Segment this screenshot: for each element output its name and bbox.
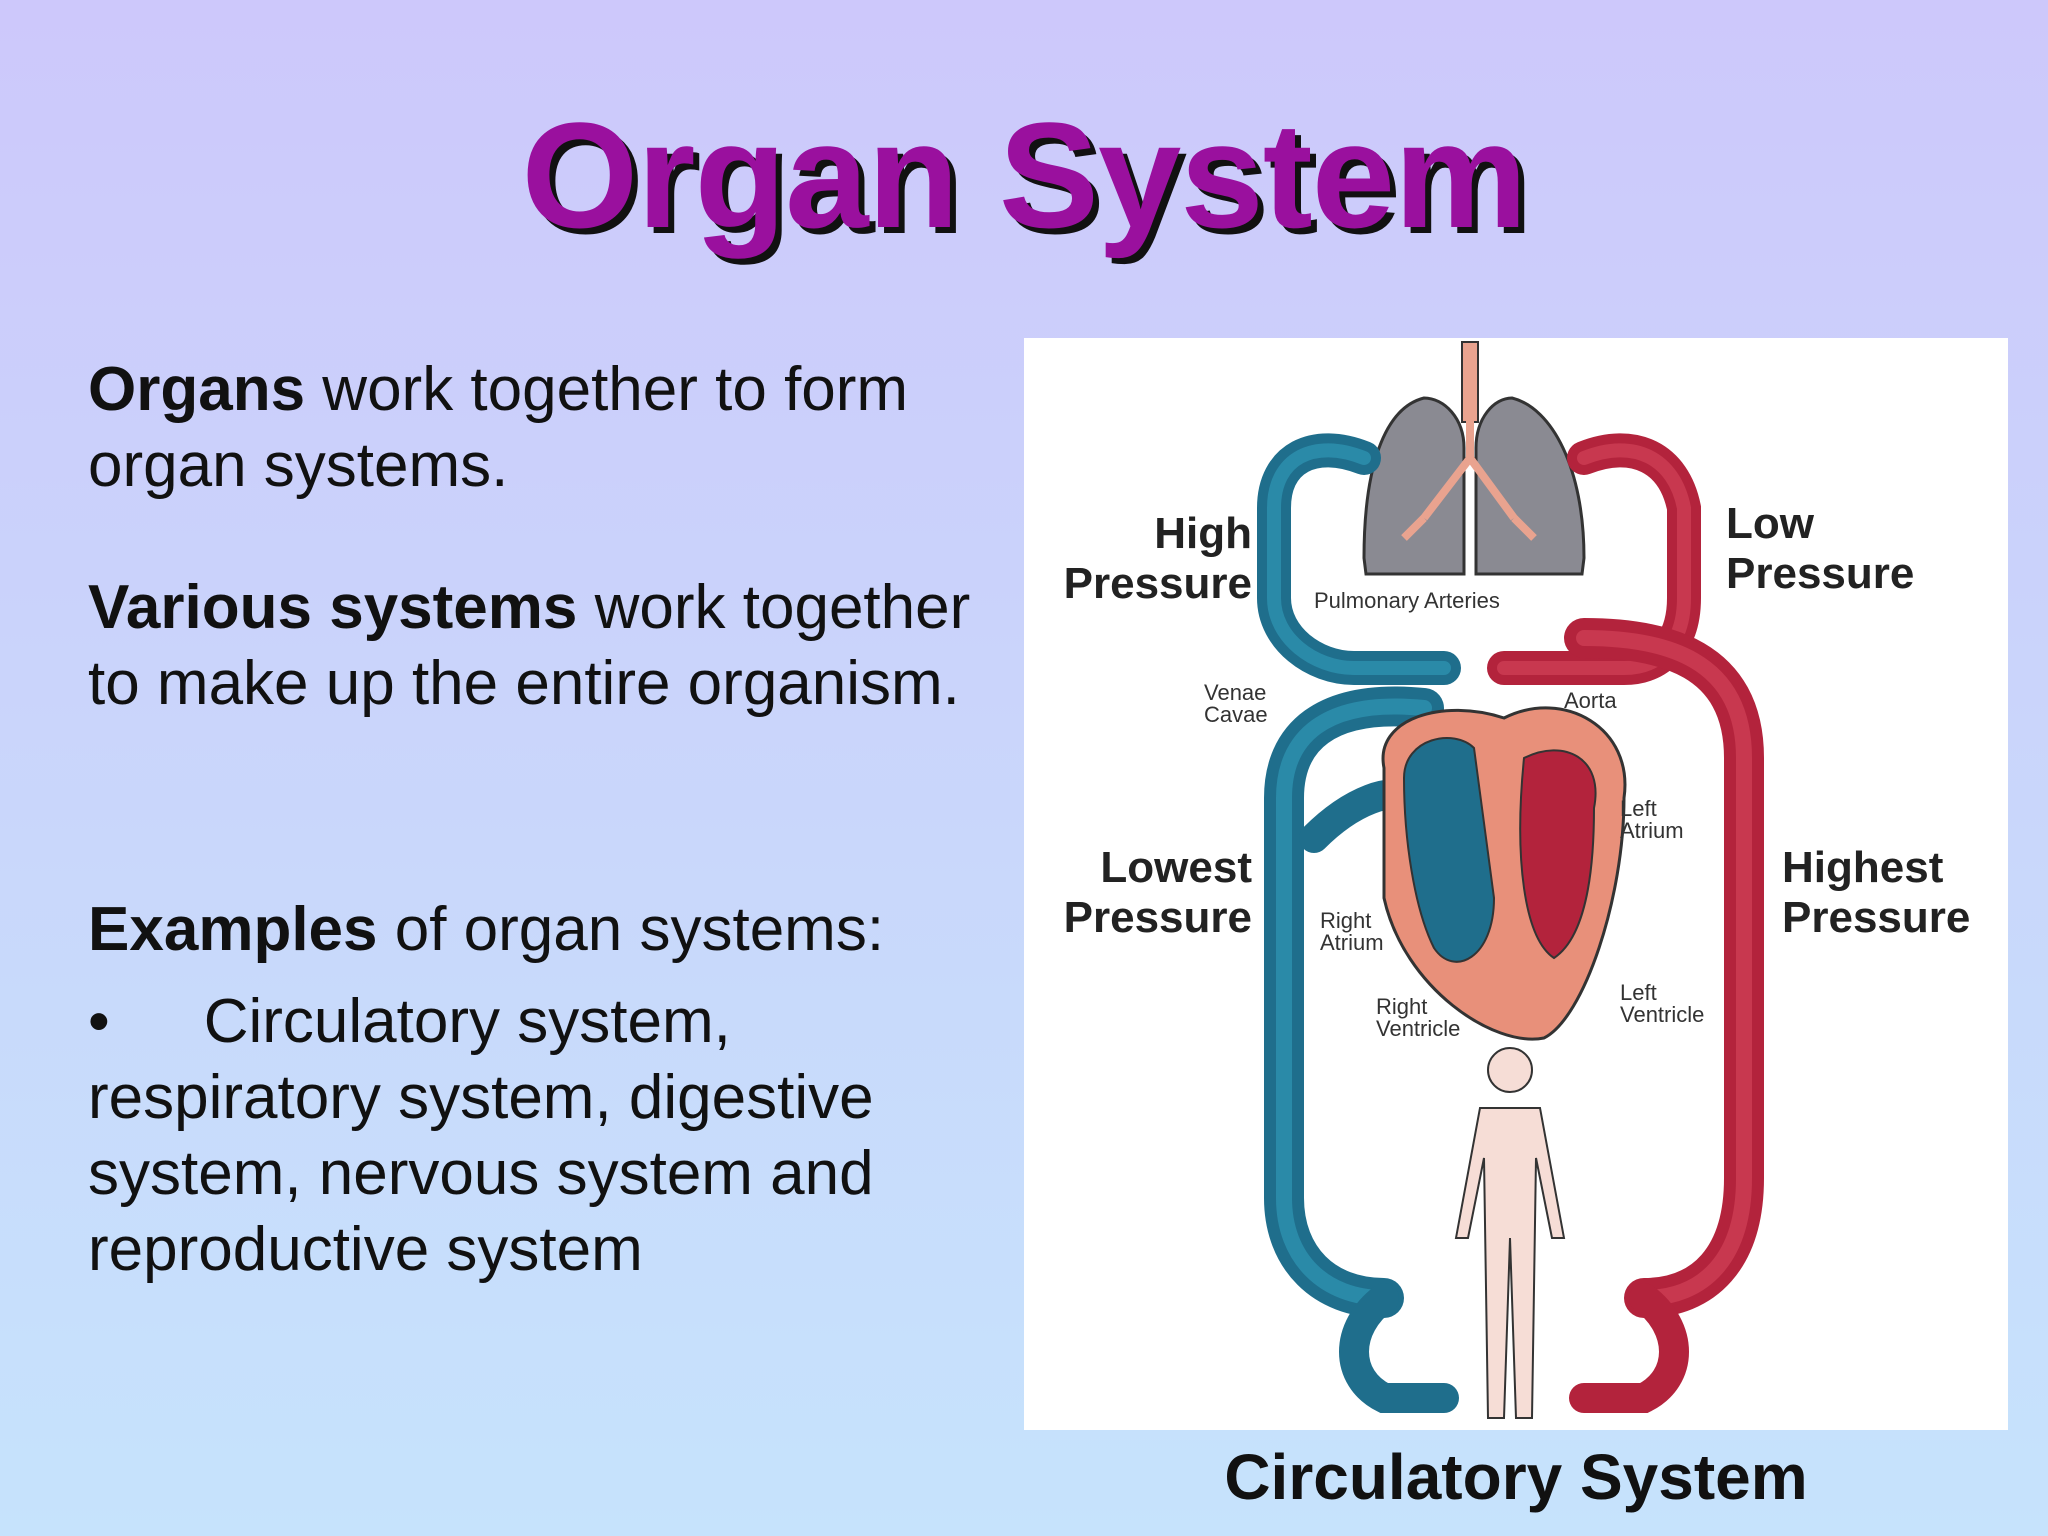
lungs-icon <box>1362 341 1586 576</box>
organs-bold: Organs <box>88 355 306 424</box>
label-right-atrium-1: Right <box>1320 908 1371 933</box>
examples-text: of organ systems: <box>377 895 885 964</box>
circulatory-diagram-svg: High Pressure Low Pressure Lowest Pressu… <box>1064 341 1971 1419</box>
heart-icon <box>1381 706 1627 1041</box>
organs-text: work together to form organ systems. <box>88 355 909 500</box>
examples-list-text: Circulatory system, respiratory system, … <box>88 987 874 1284</box>
label-lowest-2: Pressure <box>1064 893 1252 942</box>
label-aorta: Aorta <box>1564 688 1617 713</box>
label-lowest-1: Lowest <box>1100 843 1252 892</box>
examples-bullet: •Circulatory system, respiratory system,… <box>88 984 988 1288</box>
venous-vessels <box>1257 433 1461 1413</box>
label-low-1: Low <box>1726 499 1815 548</box>
arterial-vessels <box>1487 433 1764 1413</box>
paragraph-systems: Various systems work together to make up… <box>88 570 1028 722</box>
label-high-2: Pressure <box>1064 559 1252 608</box>
label-highest-1: Highest <box>1782 843 1944 892</box>
systems-text: work together to make up the entire orga… <box>88 573 971 718</box>
human-figure-icon <box>1454 1047 1566 1419</box>
paragraph-examples: Examples of organ systems: <box>88 892 884 968</box>
systems-bold: Various systems <box>88 573 578 642</box>
label-pulmonary-arteries: Pulmonary Arteries <box>1314 588 1500 613</box>
label-left-ventricle-2: Ventricle <box>1620 1002 1704 1027</box>
paragraph-organs: Organs work together to form organ syste… <box>88 352 1028 504</box>
diagram-labels: High Pressure Low Pressure Lowest Pressu… <box>1064 499 1971 1041</box>
label-highest-2: Pressure <box>1782 893 1970 942</box>
label-right-ventricle-2: Ventricle <box>1376 1016 1460 1041</box>
label-venae-1: Venae <box>1204 680 1266 705</box>
label-left-atrium-1: Left <box>1620 796 1657 821</box>
label-right-ventricle-1: Right <box>1376 994 1427 1019</box>
circulatory-diagram: High Pressure Low Pressure Lowest Pressu… <box>1024 338 2008 1430</box>
label-venae-2: Cavae <box>1204 702 1268 727</box>
label-low-2: Pressure <box>1726 549 1914 598</box>
figure-caption: Circulatory System <box>1224 1441 1808 1513</box>
slide-title: Organ System <box>521 91 1527 259</box>
label-left-ventricle-1: Left <box>1620 980 1657 1005</box>
examples-bold: Examples <box>88 895 378 964</box>
label-left-atrium-2: Atrium <box>1620 818 1684 843</box>
label-right-atrium-2: Atrium <box>1320 930 1384 955</box>
bullet-glyph: • <box>88 987 110 1056</box>
label-high-1: High <box>1154 509 1252 558</box>
